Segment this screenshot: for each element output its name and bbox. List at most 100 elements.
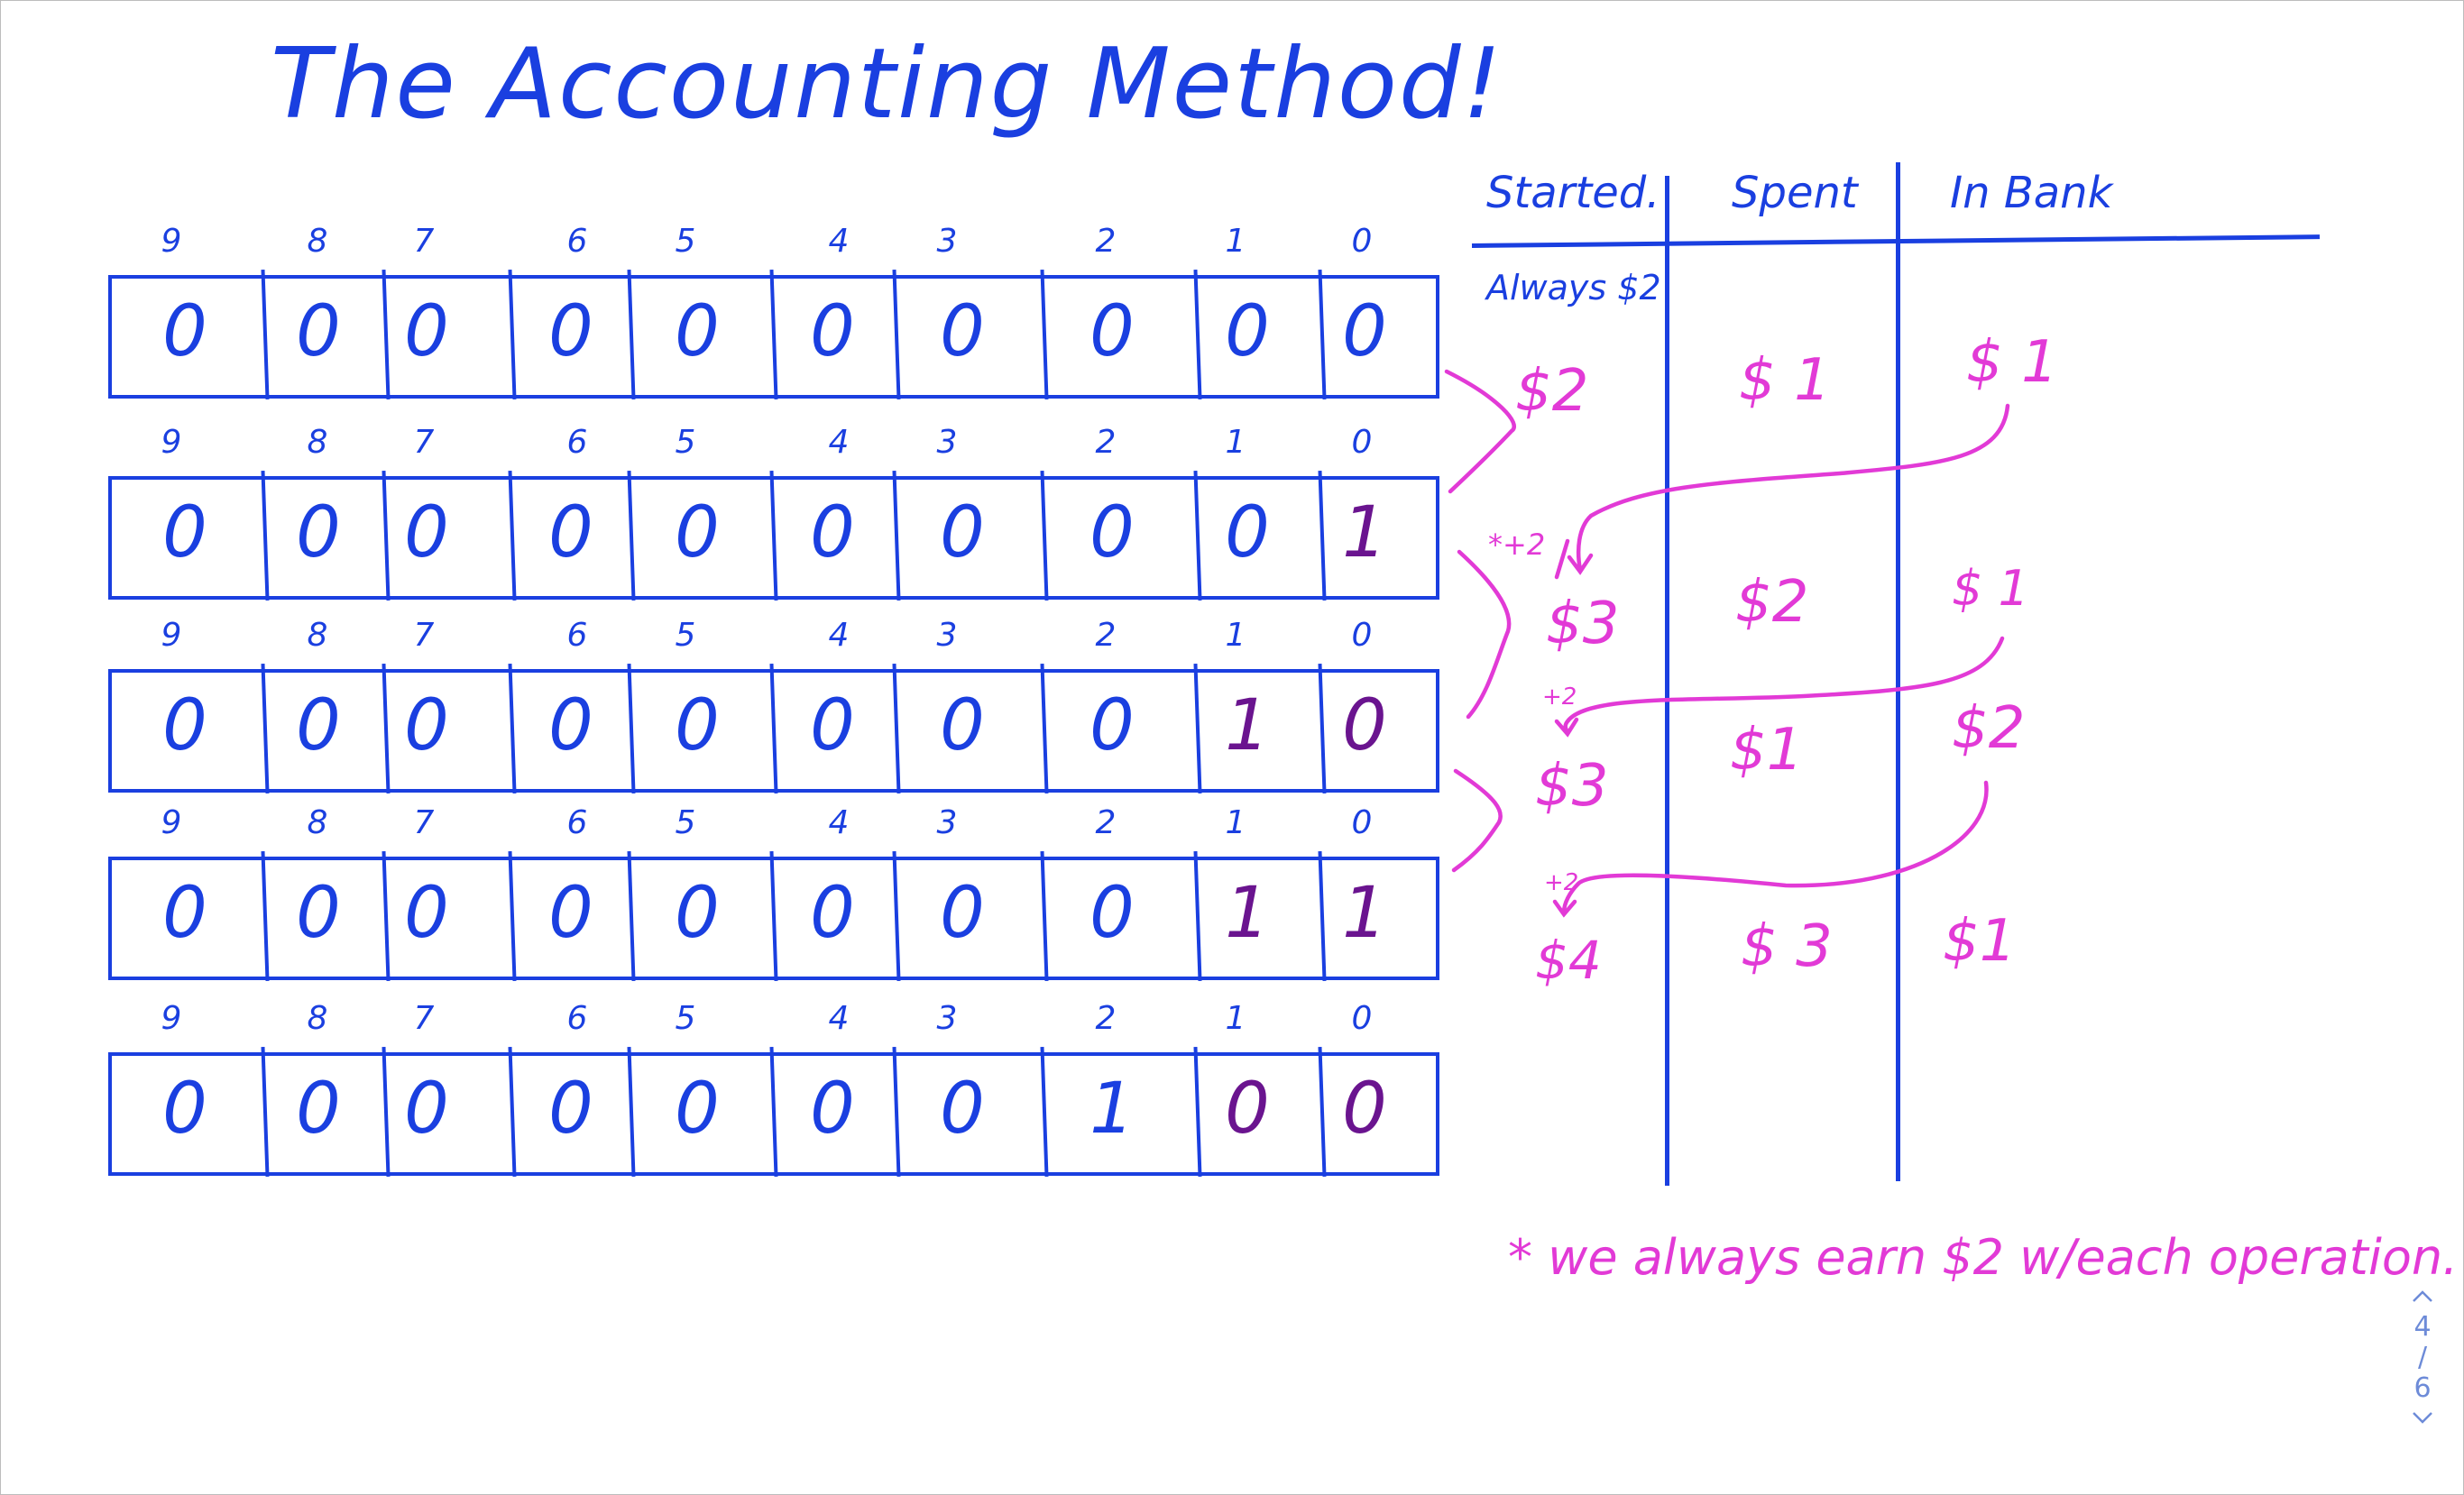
bit-cell: 0	[810, 873, 855, 954]
bit-cell: 1	[1342, 873, 1387, 954]
bit-index-label: 1	[1225, 804, 1246, 841]
chevron-up-icon[interactable]	[2399, 1280, 2446, 1311]
bit-index-label: 7	[413, 617, 435, 654]
bit-index-label: 8	[307, 1000, 328, 1037]
spent-amount-1: $ 1	[1739, 347, 1831, 414]
bit-index-label: 5	[675, 617, 696, 654]
bit-index-label: 7	[413, 424, 435, 461]
bit-cell: 0	[675, 492, 720, 573]
bank-amount-4: $1	[1943, 908, 2017, 975]
bit-cell: 0	[1225, 492, 1270, 573]
bit-index-label: 5	[675, 424, 696, 461]
spent-amount-4: $ 3	[1741, 913, 1833, 980]
bit-cell: 0	[296, 873, 341, 954]
bit-index-label: 3	[936, 1000, 958, 1037]
bit-index-label: 9	[161, 424, 182, 461]
bit-cell: 0	[1089, 291, 1135, 372]
bit-cell: 0	[548, 291, 593, 372]
bit-index-label: 9	[161, 1000, 182, 1037]
started-amount-3: $3	[1535, 753, 1609, 820]
bit-index-label: 1	[1225, 424, 1246, 461]
bit-cell: 0	[404, 685, 449, 766]
table-column-divider-1	[1665, 176, 1669, 1186]
bit-cell: 0	[404, 873, 449, 954]
bit-cell: 0	[162, 685, 207, 766]
bit-cell: 1	[1225, 873, 1270, 954]
bit-cell: 0	[810, 291, 855, 372]
bit-cell: 0	[296, 291, 341, 372]
bit-index-label: 1	[1225, 1000, 1246, 1037]
started-amount-4: $4	[1535, 930, 1602, 991]
bit-cell: 0	[548, 873, 593, 954]
bit-index-label: 5	[675, 223, 696, 260]
bit-index-label: 3	[936, 804, 958, 841]
bit-cell: 0	[940, 685, 985, 766]
bit-cell: 0	[296, 492, 341, 573]
bit-index-label: 0	[1351, 1000, 1373, 1037]
bit-cell: 0	[548, 1069, 593, 1150]
bit-cell: 0	[675, 873, 720, 954]
bit-cell: 0	[296, 1069, 341, 1150]
bit-index-label: 0	[1351, 617, 1373, 654]
bit-index-label: 6	[566, 1000, 588, 1037]
bit-cell: 1	[1342, 492, 1387, 573]
chevron-down-icon[interactable]	[2399, 1403, 2446, 1434]
header-in-bank: In Bank	[1950, 168, 2113, 218]
table-column-divider-2	[1896, 162, 1900, 1181]
bit-index-label: 5	[675, 804, 696, 841]
bit-index-label: 7	[413, 804, 435, 841]
bit-cell: 0	[1089, 492, 1135, 573]
bit-index-label: 4	[828, 424, 850, 461]
bit-cell: 0	[940, 291, 985, 372]
started-amount-1: $2	[1515, 358, 1589, 425]
spent-amount-2: $2	[1735, 569, 1809, 636]
bit-index-label: 3	[936, 617, 958, 654]
page-current: 4	[2413, 1311, 2432, 1343]
bit-index-label: 2	[1095, 223, 1117, 260]
bit-cell: 0	[548, 492, 593, 573]
bit-cell: 0	[1225, 291, 1270, 372]
bit-index-label: 3	[936, 424, 958, 461]
bit-cell: 0	[162, 492, 207, 573]
bit-index-label: 7	[413, 223, 435, 260]
bit-index-label: 6	[566, 617, 588, 654]
bit-cell: 0	[675, 291, 720, 372]
bit-cell: 0	[404, 492, 449, 573]
bit-index-label: 8	[307, 223, 328, 260]
bit-cell: 0	[296, 685, 341, 766]
bit-index-label: 6	[566, 424, 588, 461]
bit-cell: 0	[810, 685, 855, 766]
bit-index-label: 2	[1095, 424, 1117, 461]
bit-index-label: 4	[828, 1000, 850, 1037]
bit-cell: 0	[404, 1069, 449, 1150]
spent-amount-3: $1	[1730, 717, 1804, 784]
transfer-label-2: +2	[1542, 683, 1577, 711]
header-started: Started.	[1486, 168, 1660, 218]
bit-cell: 0	[1225, 1069, 1270, 1150]
started-note: Always $2	[1486, 268, 1661, 307]
bit-cell: 0	[1342, 1069, 1387, 1150]
bit-cell: 0	[810, 492, 855, 573]
bit-cell: 1	[1089, 1069, 1135, 1150]
bit-index-label: 7	[413, 1000, 435, 1037]
page-total: 6	[2413, 1372, 2432, 1404]
bit-cell: 1	[1225, 685, 1270, 766]
bit-index-label: 8	[307, 424, 328, 461]
bit-cell: 0	[162, 1069, 207, 1150]
page-title: The Accounting Method!	[271, 28, 1503, 141]
bit-index-label: 4	[828, 617, 850, 654]
bit-index-label: 9	[161, 804, 182, 841]
transfer-label-3: +2	[1544, 869, 1579, 896]
header-spent: Spent	[1732, 168, 1858, 218]
bit-cell: 0	[940, 873, 985, 954]
bit-cell: 0	[1089, 685, 1135, 766]
bit-index-label: 8	[307, 617, 328, 654]
bank-amount-2: $ 1	[1952, 560, 2029, 617]
bit-cell: 0	[675, 1069, 720, 1150]
bit-cell: 0	[162, 873, 207, 954]
bit-index-label: 4	[828, 804, 850, 841]
